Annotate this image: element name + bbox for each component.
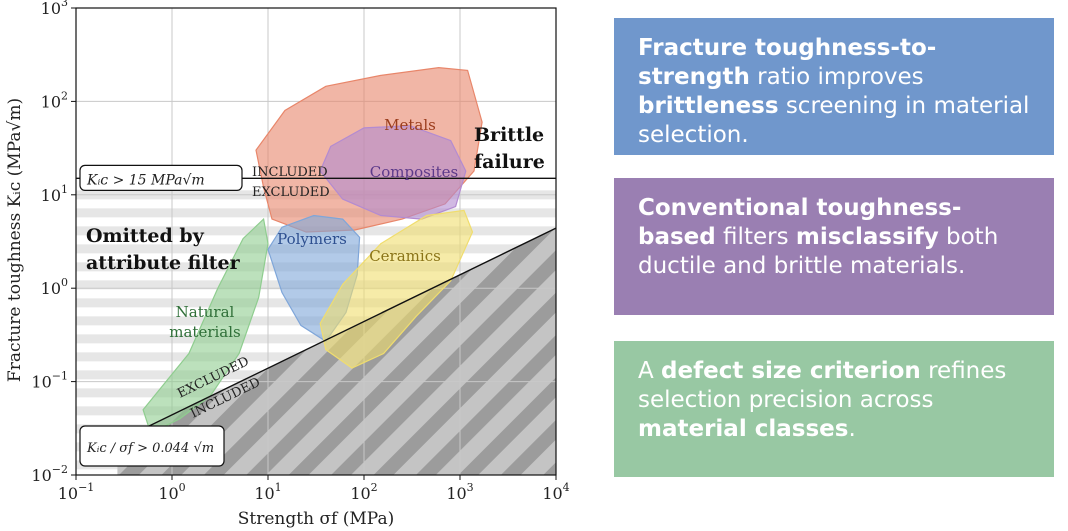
diagonal-threshold-label: Kᵢᴄ / σf > 0.044 √m: [86, 441, 214, 456]
label-metals: Metals: [384, 116, 436, 134]
box-text-3-5: .: [848, 416, 856, 442]
box-text-1-3: brittleness: [638, 93, 779, 119]
box-text-3-4: material classes: [638, 416, 849, 442]
region-ceramics: [319, 209, 474, 369]
y-tick-label: 10−2: [31, 463, 68, 485]
axes-frame: [75, 7, 557, 476]
band-stripe: [76, 334, 556, 344]
label-composites: Composites: [370, 163, 458, 181]
label-polymers: Polymers: [277, 230, 347, 248]
threshold-diagonal-line: [117, 227, 556, 443]
box-text-1-1: Fracture toughness-to-strength: [638, 35, 937, 90]
box-text-3-1: A: [638, 358, 662, 384]
horizontal-excluded-label: EXCLUDED: [252, 185, 330, 200]
y-tick-label: 101: [41, 183, 68, 205]
horizontal-threshold-box: [79, 164, 243, 191]
box-text-2-4: both ductile and brittle materials.: [638, 224, 999, 279]
box-text-1-4: screening in material selection.: [638, 93, 1030, 148]
plot-area: [76, 8, 556, 475]
x-tick-label: 103: [446, 481, 473, 503]
y-tick-label: 102: [41, 89, 68, 111]
box-text-1-2: ratio improves: [749, 64, 924, 90]
box-text-3-3: refines selection precision across: [638, 358, 1007, 413]
x-tick-label: 104: [542, 481, 569, 503]
y-axis-label: Fracture toughness Kᵢᴄ (MPa√m): [5, 98, 25, 382]
x-tick-label: 10−1: [58, 481, 95, 503]
y-tick-label: 103: [41, 0, 68, 18]
box-text-2-3: misclassify: [795, 224, 939, 250]
diagonal-threshold-box: [79, 425, 225, 467]
summary-box-defect-size: A defect size criterion refines selectio…: [614, 341, 1054, 477]
box-text-2-2: filters: [715, 224, 796, 250]
summary-box-ratio: Fracture toughness-to-strength ratio imp…: [614, 18, 1054, 155]
x-tick-label: 102: [350, 481, 377, 503]
x-tick-label: 101: [254, 481, 281, 503]
label-ceramics: Ceramics: [369, 247, 441, 265]
y-tick-label: 100: [41, 276, 68, 298]
y-tick-label: 10−1: [31, 370, 68, 392]
box-text-3-2: defect size criterion: [661, 358, 921, 384]
region-composites: [319, 125, 467, 220]
x-axis-label: Strength σf (MPa): [238, 509, 394, 529]
x-tick-label: 100: [158, 481, 185, 503]
horizontal-threshold-label: Kᵢᴄ > 15 MPa√m: [86, 172, 205, 188]
summary-box-conventional: Conventional toughness-based filters mis…: [614, 178, 1054, 315]
horizontal-included-label: INCLUDED: [252, 165, 328, 180]
box-text-2-1: Conventional toughness-based: [638, 195, 962, 250]
